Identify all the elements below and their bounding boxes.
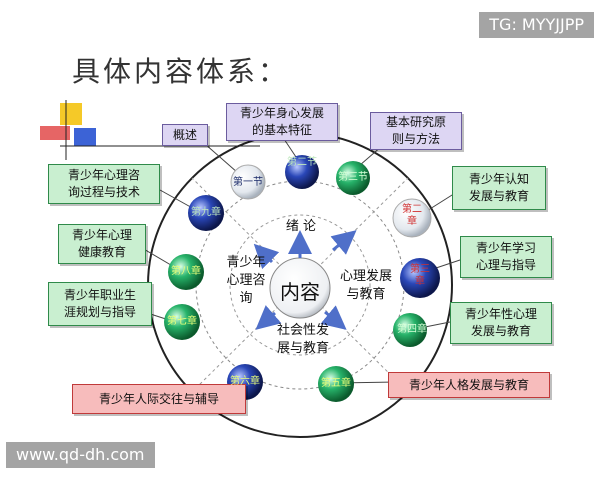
inner-ring — [229, 214, 371, 356]
orb-section-2 — [285, 155, 319, 189]
orb-chapter-9 — [188, 195, 224, 231]
callout-overview: 概述 — [162, 124, 208, 146]
callout-personality: 青少年人格发展与教育 — [388, 372, 550, 398]
callout-sexual: 青少年性心理 发展与教育 — [450, 302, 552, 344]
watermark-tg: TG: MYYJJPP — [479, 12, 594, 38]
center-label: 内容 — [280, 280, 320, 304]
orb-label-chapter-6: 第六章 — [230, 376, 260, 387]
orb-label-chapter-4: 第四章 — [397, 324, 427, 335]
section-development-label: 心理发展 与教育 — [339, 269, 392, 302]
callout-learning: 青少年学习 心理与指导 — [460, 236, 552, 278]
orb-chapter-2 — [392, 198, 432, 238]
orb-label-chapter-8: 第八章 — [171, 266, 201, 277]
callout-physical-features: 青少年身心发展 的基本特征 — [226, 103, 338, 141]
orb-label-chapter-3: 第三章 — [410, 264, 430, 287]
section-social-label: 社会性发 展与教育 — [276, 323, 329, 356]
callout-career: 青少年职业生 涯规划与指导 — [48, 282, 152, 326]
watermark-site: www.qd-dh.com — [6, 442, 155, 468]
orb-label-chapter-9: 第九章 — [191, 207, 221, 218]
page-title: 具体内容体系： — [72, 55, 290, 88]
orb-chapter-4 — [393, 313, 427, 347]
orb-label-section-3: 第三节 — [338, 172, 368, 183]
callout-mental-health: 青少年心理 健康教育 — [58, 224, 146, 264]
orb-chapter-5 — [318, 366, 354, 402]
section-intro-label: 绪 论 — [285, 219, 317, 234]
orb-label-chapter-2: 第二章 — [402, 204, 422, 227]
orb-label-section-1: 第一节 — [233, 177, 263, 188]
callout-counseling: 青少年心理咨 询过程与技术 — [48, 164, 160, 204]
section-counseling-label: 青少年 心理咨 询 — [226, 255, 266, 306]
callout-research-methods: 基本研究原 则与方法 — [370, 112, 462, 150]
orb-label-chapter-7: 第七章 — [167, 316, 197, 327]
orb-label-section-2: 第二节 — [287, 157, 317, 168]
orb-section-3 — [336, 161, 370, 195]
orb-chapter-3 — [400, 258, 440, 298]
callout-interpersonal: 青少年人际交往与辅导 — [72, 384, 246, 414]
decorative-logo-blocks — [40, 100, 260, 160]
callout-cognitive: 青少年认知 发展与教育 — [452, 166, 546, 210]
orb-label-chapter-5: 第五章 — [321, 378, 351, 389]
center-arrows — [253, 230, 357, 330]
orb-chapter-7 — [164, 304, 200, 340]
orb-section-1 — [230, 164, 266, 200]
orb-chapter-8 — [168, 254, 204, 290]
